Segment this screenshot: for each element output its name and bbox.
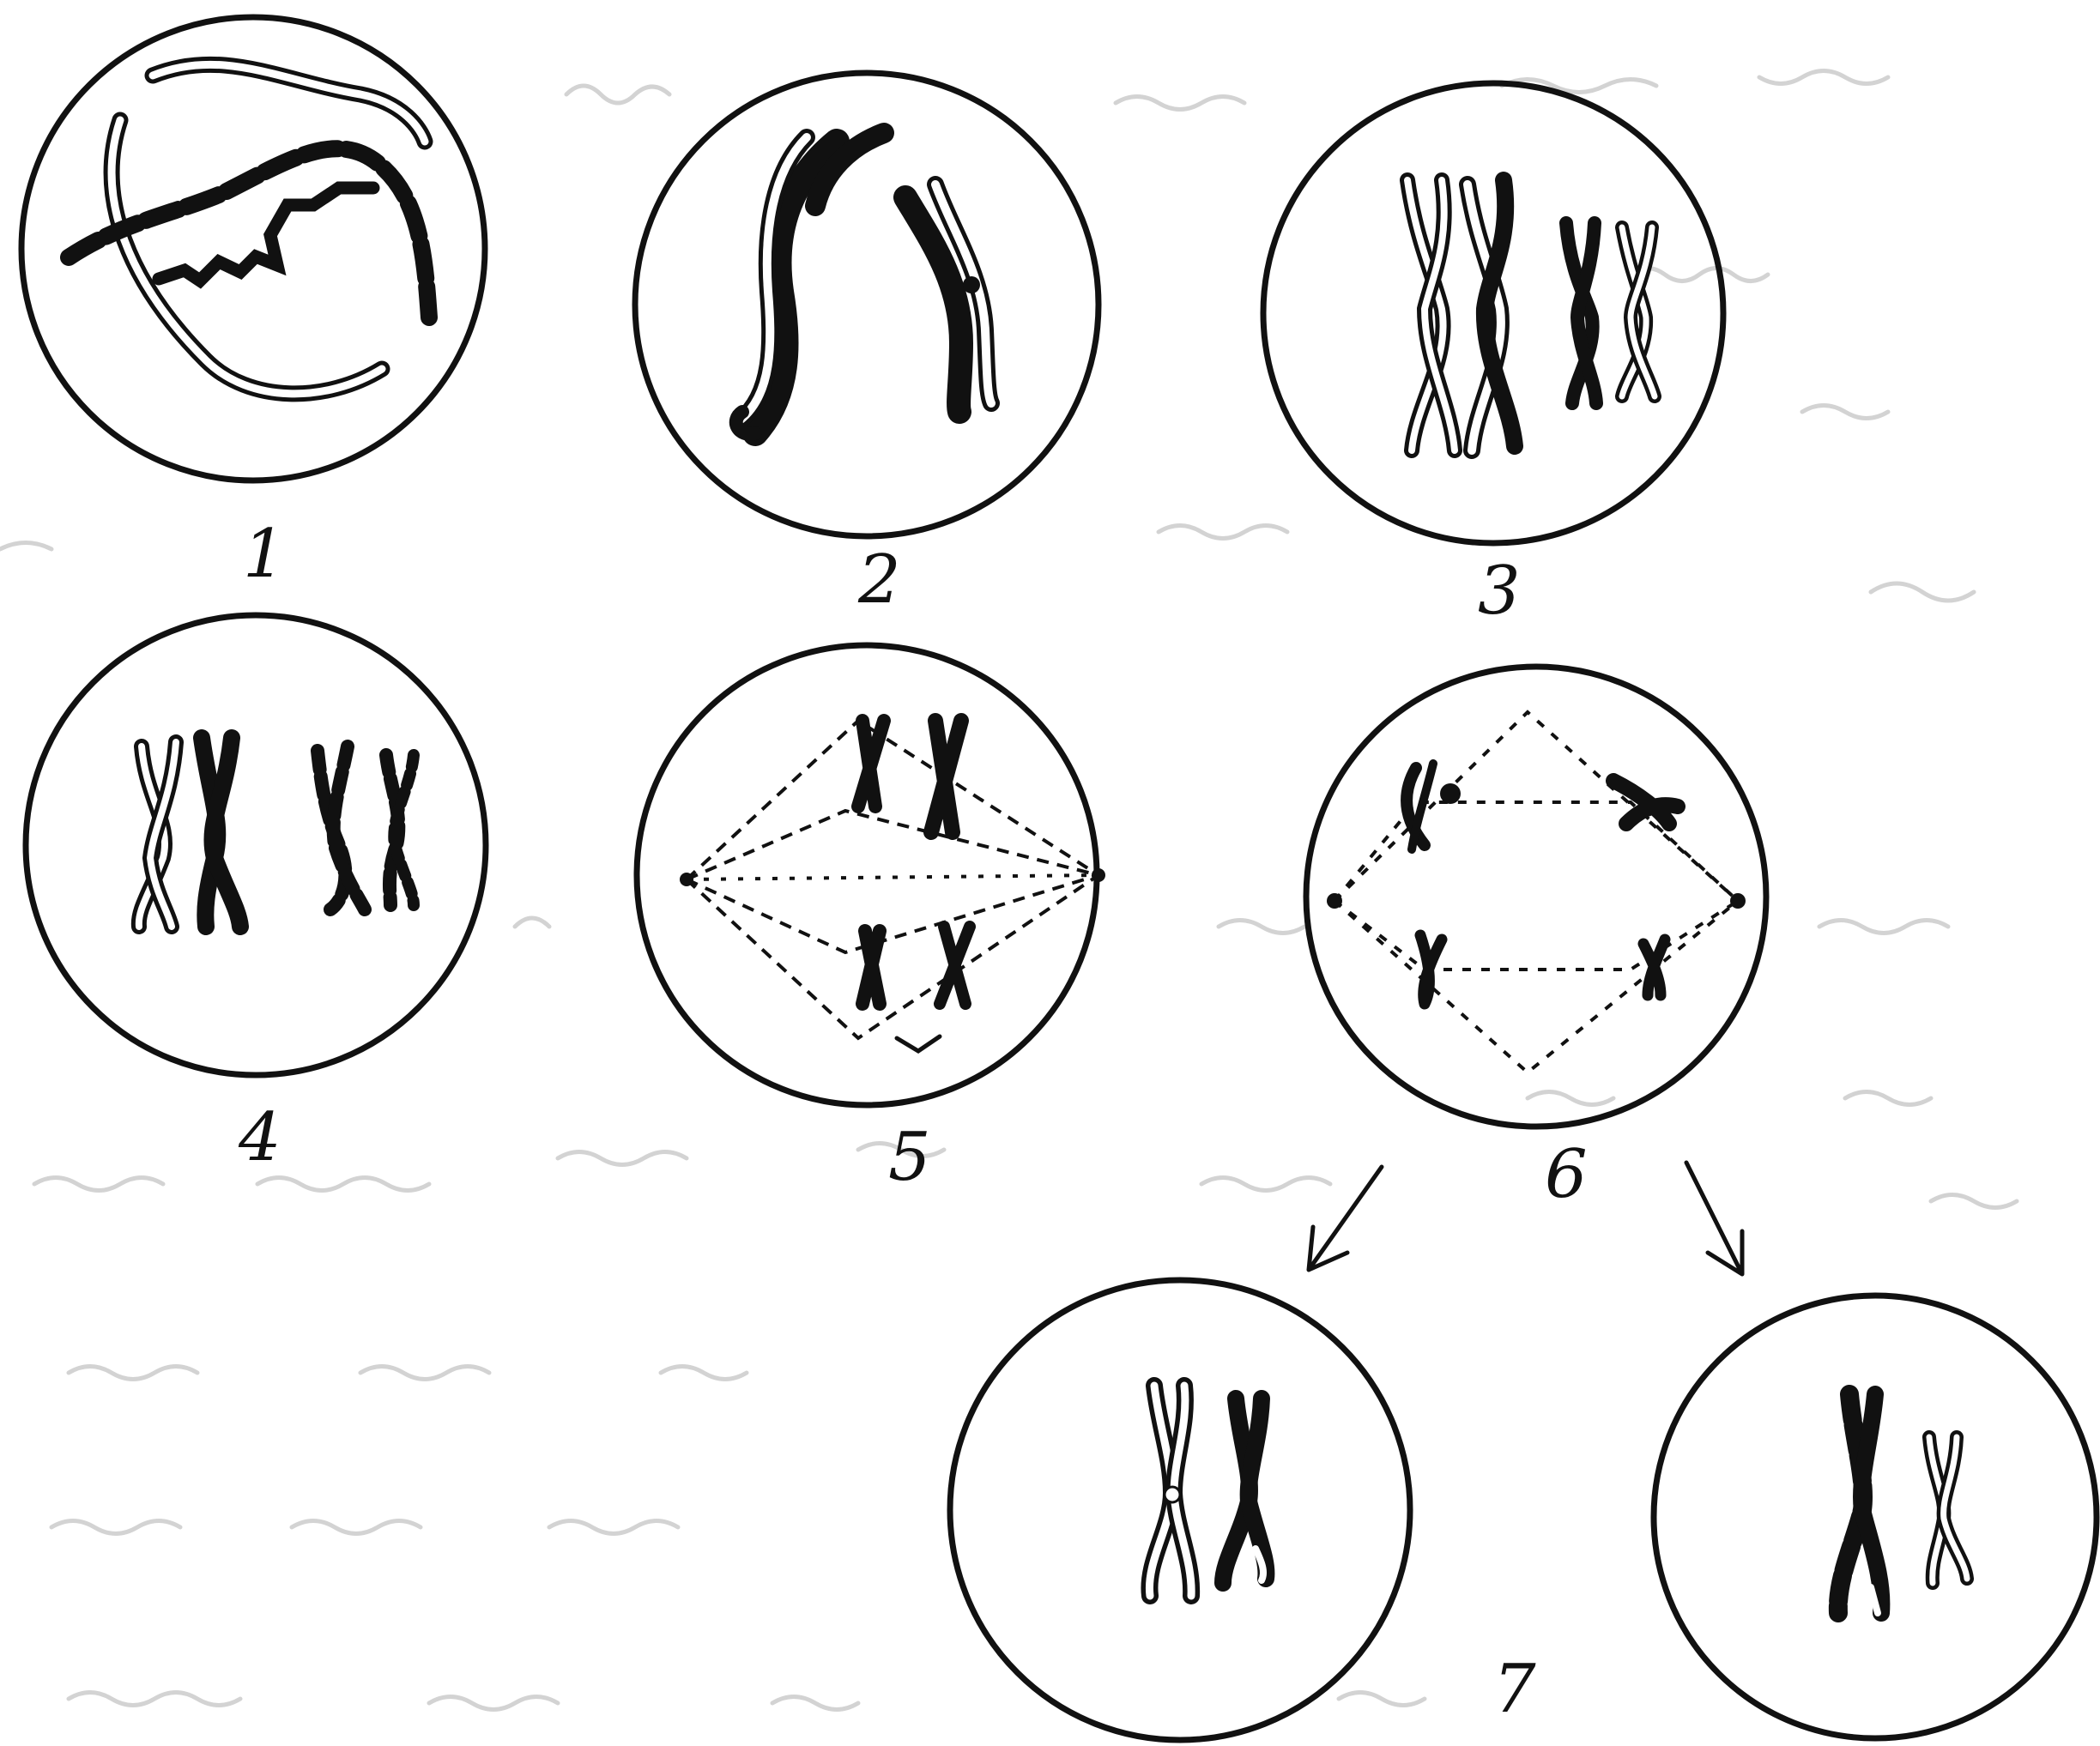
cell-membrane xyxy=(1306,667,1766,1127)
cell-membrane xyxy=(1654,1296,2097,1738)
arrow-to-left-daughter xyxy=(1309,1167,1382,1270)
cell-membrane xyxy=(26,615,486,1075)
stage-label-5: 5 xyxy=(888,1119,931,1196)
centrosome-left xyxy=(680,873,693,886)
homolog-pair-right xyxy=(905,184,991,412)
stage-label-1: 1 xyxy=(243,516,286,593)
cell-stage-7-left xyxy=(950,1280,1410,1740)
chromatin-threads xyxy=(69,64,429,394)
division-arrows xyxy=(1309,1163,1742,1274)
stage-label-4: 4 xyxy=(238,1099,281,1176)
dyad-chromosomes xyxy=(1838,1394,1967,1613)
bivalent-right xyxy=(318,746,414,909)
spindle-fibers xyxy=(687,721,1098,1038)
stage-label-7: 7 xyxy=(1493,1651,1536,1728)
centrosome-right xyxy=(1730,893,1746,909)
centrosome-left xyxy=(1327,893,1342,909)
bivalent-left xyxy=(139,738,240,927)
cell-stage-7-right xyxy=(1654,1296,2097,1738)
cell-stage-4 xyxy=(26,615,486,1075)
homolog-pair-left xyxy=(736,133,884,434)
cell-membrane xyxy=(637,645,1097,1105)
cell-stage-6 xyxy=(1306,667,1766,1127)
arrow-to-right-daughter xyxy=(1686,1163,1742,1274)
bivalents-on-plate xyxy=(858,721,970,1051)
cell-stage-2 xyxy=(635,73,1098,536)
cell-stage-1 xyxy=(21,17,485,480)
tetrad-large xyxy=(1407,180,1515,450)
stage-label-2: 2 xyxy=(857,541,901,619)
spindle-fibers xyxy=(1334,712,1738,1072)
stage-label-3: 3 xyxy=(1478,553,1521,630)
centrosome-right xyxy=(1092,868,1105,882)
tetrad-small xyxy=(1566,223,1655,403)
cell-stage-3 xyxy=(1263,83,1723,543)
background-bleed-through xyxy=(0,71,2017,1710)
dyad-chromosomes xyxy=(1149,1386,1266,1596)
stage-label-6: 6 xyxy=(1545,1136,1588,1213)
cell-stage-5 xyxy=(637,645,1105,1105)
